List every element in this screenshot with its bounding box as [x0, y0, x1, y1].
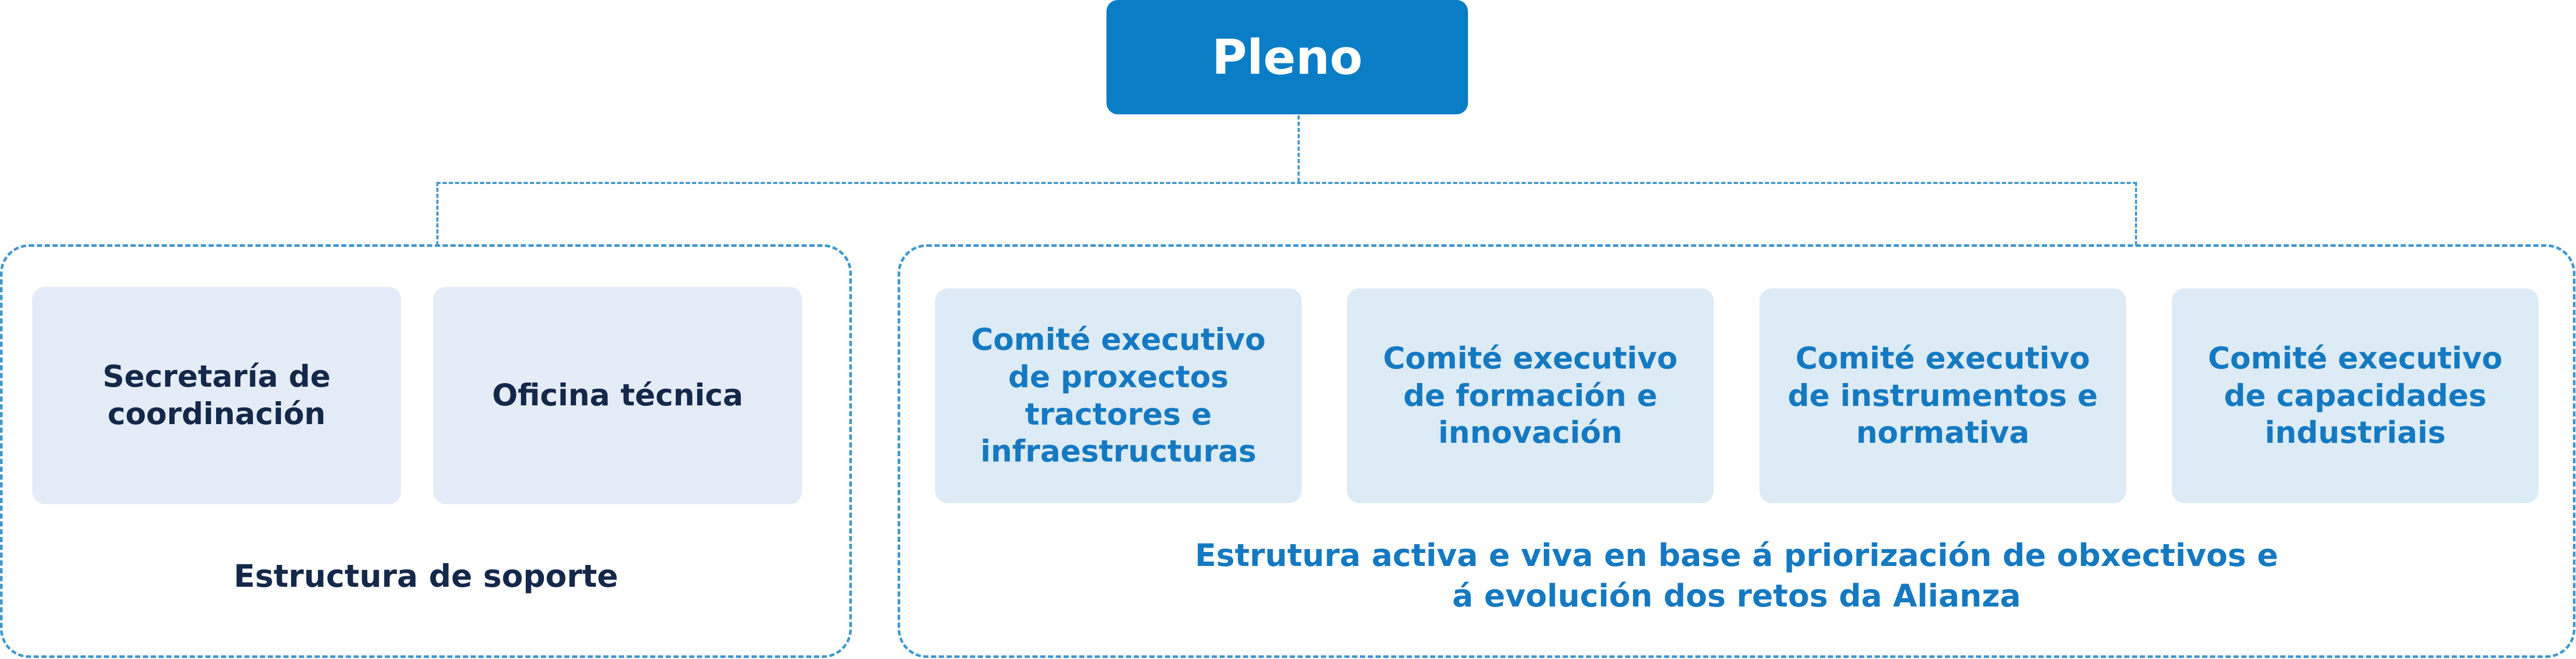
- pleno-node: Pleno: [1106, 0, 1468, 114]
- active-group-caption-line1: Estrutura activa e viva en base á priori…: [1195, 537, 2278, 574]
- active-group: [898, 244, 2575, 658]
- box-committee-capacidades: Comité executivo de capacidades industri…: [2172, 288, 2539, 503]
- box-oficina-tecnica: Oficina técnica: [433, 287, 802, 504]
- box-committee-capacidades-label: Comité executivo de capacidades industri…: [2208, 340, 2503, 451]
- support-group-caption: Estructura de soporte: [233, 558, 619, 595]
- active-group-caption-line2: á evolución dos retos da Alianza: [1452, 578, 2021, 614]
- support-group: [0, 244, 852, 658]
- box-secretaria-label: Secretaría de coordinación: [102, 359, 331, 431]
- box-committee-formacion-label: Comité executivo de formación e innovaci…: [1383, 340, 1678, 451]
- box-committee-instrumentos: Comité executivo de instrumentos e norma…: [1759, 288, 2126, 503]
- connector-horizontal: [436, 182, 2137, 184]
- box-committee-instrumentos-label: Comité executivo de instrumentos e norma…: [1787, 340, 2098, 451]
- box-committee-formacion: Comité executivo de formación e innovaci…: [1347, 288, 1714, 503]
- box-oficina-tecnica-label: Oficina técnica: [492, 377, 743, 413]
- connector-pleno-down: [1298, 115, 1300, 182]
- connector-to-active-group: [2135, 182, 2137, 245]
- active-group-caption: Estrutura activa e viva en base á priori…: [898, 535, 2575, 616]
- box-committee-proxectos-label: Comité executivo de proxectos tractores …: [971, 321, 1266, 469]
- connector-to-support-group: [436, 182, 438, 245]
- box-secretaria: Secretaría de coordinación: [32, 287, 401, 504]
- pleno-label: Pleno: [1211, 29, 1363, 85]
- box-committee-proxectos: Comité executivo de proxectos tractores …: [935, 288, 1302, 503]
